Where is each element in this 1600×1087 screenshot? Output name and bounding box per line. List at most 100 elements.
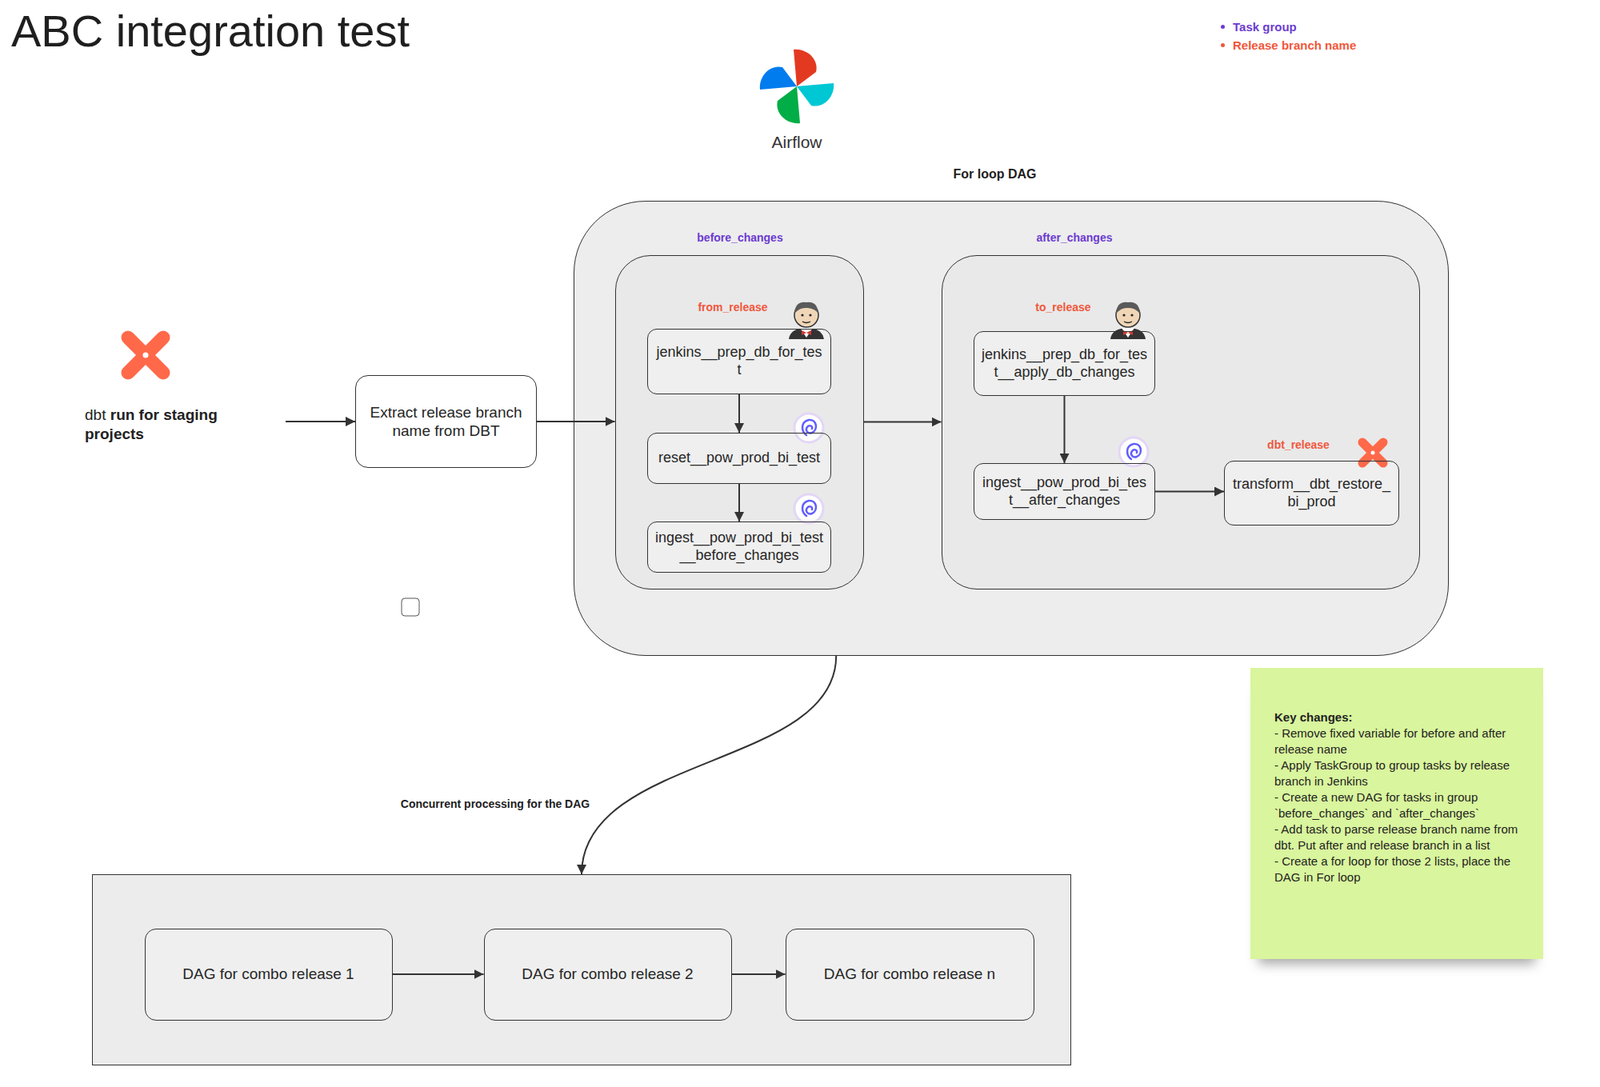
- box-fill: [647, 521, 832, 573]
- airbyte-mark: [1127, 444, 1141, 460]
- box-text: jenkins__prep_db_for_test__apply_db_chan…: [980, 346, 1148, 382]
- airbyte-icon: [1119, 437, 1148, 467]
- node-label: DAG for combo release n: [792, 964, 1028, 984]
- node-label: DAG for combo release 1: [152, 964, 386, 984]
- connector-arrow: [738, 484, 740, 522]
- process-box: jenkins__prep_db_for_test: [647, 328, 832, 395]
- node-label: ingest__pow_prod_bi_test__before_changes: [654, 529, 824, 565]
- connector-arrow: [536, 420, 616, 423]
- eye: [800, 313, 804, 316]
- box-text: ingest__pow_prod_bi_test__before_changes: [654, 529, 824, 565]
- process-box: DAG for combo release 1: [144, 928, 393, 1021]
- box-text: ingest__pow_prod_bi_test__after_changes: [980, 474, 1148, 510]
- bowtie: [801, 330, 812, 336]
- jenkins-icon: [788, 302, 824, 340]
- jenkins-icon: [1110, 302, 1146, 340]
- eye: [808, 313, 812, 316]
- legend: Task groupRelease branch name: [1220, 17, 1356, 55]
- note-item: - Apply TaskGroup to group tasks by rele…: [1274, 757, 1523, 790]
- group-heading: after_changes: [1036, 231, 1113, 244]
- process-box: Extract release branch name from DBT: [355, 375, 537, 468]
- group-heading: before_changes: [696, 231, 783, 244]
- dbt-logo: [128, 337, 164, 373]
- airbyte-mark: [802, 500, 816, 516]
- process-box: ingest__pow_prod_bi_test__before_changes: [647, 521, 832, 573]
- logo-blade: [776, 86, 800, 124]
- sticky-note: Key changes:- Remove fixed variable for …: [1250, 668, 1544, 960]
- process-box: DAG for combo release 2: [484, 928, 732, 1021]
- release-branch-label: dbt_release: [1267, 438, 1330, 452]
- box-fill: [573, 200, 1449, 656]
- text-node: dbtrun for staging projects: [80, 328, 286, 448]
- node-label: jenkins__prep_db_for_test__apply_db_chan…: [980, 346, 1148, 382]
- shirt: [1121, 328, 1135, 338]
- eye: [1130, 313, 1133, 316]
- box-text: DAG for combo release 2: [491, 964, 725, 984]
- note-item: - Remove fixed variable for before and a…: [1274, 725, 1523, 758]
- dbt-mark: [128, 337, 164, 373]
- empty-checkbox: [401, 598, 420, 616]
- airbyte-icon: [794, 494, 824, 524]
- box-text: transform__dbt_restore_bi_prod: [1231, 476, 1392, 512]
- logo-blade: [796, 83, 834, 107]
- node-label: dbt: [84, 406, 106, 424]
- box-text: Extract release branch name from DBT: [362, 403, 530, 440]
- edge-label: Concurrent processing for the DAG: [397, 796, 593, 812]
- note-heading: Key changes:: [1274, 709, 1523, 726]
- node-label: Extract release branch name from DBT: [362, 403, 530, 440]
- box-fill: [144, 928, 393, 1021]
- node-label: transform__dbt_restore_bi_prod: [1231, 476, 1392, 512]
- mouth: [802, 321, 811, 324]
- edge-group: [285, 394, 1224, 975]
- dag-sequence-panel: DAG for combo release 1 DAG for combo rel…: [92, 874, 1072, 1066]
- note-item: - Create a new DAG for tasks in group `b…: [1274, 789, 1523, 822]
- process-box: reset__pow_prod_bi_test: [647, 432, 832, 484]
- legend-text: Task group: [1232, 20, 1297, 34]
- connector-arrow: [732, 973, 786, 976]
- box-fill: [973, 331, 1156, 396]
- airbyte-icon: [794, 413, 824, 443]
- box-fill: [973, 463, 1156, 520]
- legend-swatch: [1220, 43, 1225, 48]
- logo-caption: Airflow: [771, 132, 822, 152]
- connector-arrow: [1064, 396, 1066, 464]
- dbt-dot: [143, 352, 149, 359]
- box-fill: [785, 928, 1035, 1021]
- box-fill: [484, 928, 732, 1021]
- box-fill: [941, 255, 1420, 590]
- jacket: [1110, 328, 1146, 340]
- eye: [1122, 313, 1125, 316]
- airflow-logo: [760, 49, 834, 124]
- legend-text: Release branch name: [1232, 38, 1356, 52]
- diagram-title: ABC integration test: [11, 6, 410, 56]
- note-item: - Create a for loop for those 2 lists, p…: [1274, 853, 1523, 886]
- connector-arrow: [392, 973, 484, 976]
- connector-arrow: [285, 420, 356, 423]
- node-label: DAG for combo release 2: [491, 964, 725, 984]
- box-fill: [92, 874, 1072, 1066]
- box-fill: [647, 328, 832, 395]
- process-box: ingest__pow_prod_bi_test__after_changes: [973, 463, 1156, 520]
- fill-layer: [92, 200, 1449, 1066]
- hair: [794, 302, 819, 314]
- box-fill: [1224, 460, 1400, 526]
- mouth: [1124, 321, 1132, 324]
- node-text: dbtrun for staging projects: [84, 405, 241, 445]
- logo-blade: [793, 49, 817, 87]
- icon-ring: [794, 413, 824, 443]
- note-item: - Add task to parse release branch name …: [1274, 821, 1523, 854]
- connector-arrow: [864, 421, 942, 424]
- node-label: jenkins__prep_db_for_test: [654, 344, 824, 380]
- box-fill: [615, 255, 864, 590]
- node-label: ingest__pow_prod_bi_test__after_changes: [980, 474, 1148, 510]
- task-group: after_changesjenkins__prep_db_for_test__…: [941, 255, 1420, 590]
- dbt-dot: [1371, 451, 1376, 456]
- node-label: reset__pow_prod_bi_test: [654, 449, 824, 468]
- legend-swatch: [1220, 24, 1225, 29]
- logo-blade: [760, 66, 797, 90]
- hair: [1116, 302, 1140, 314]
- icon-ring: [1119, 437, 1148, 467]
- release-branch-label: to_release: [1035, 300, 1091, 314]
- connector-arrow: [1155, 491, 1224, 493]
